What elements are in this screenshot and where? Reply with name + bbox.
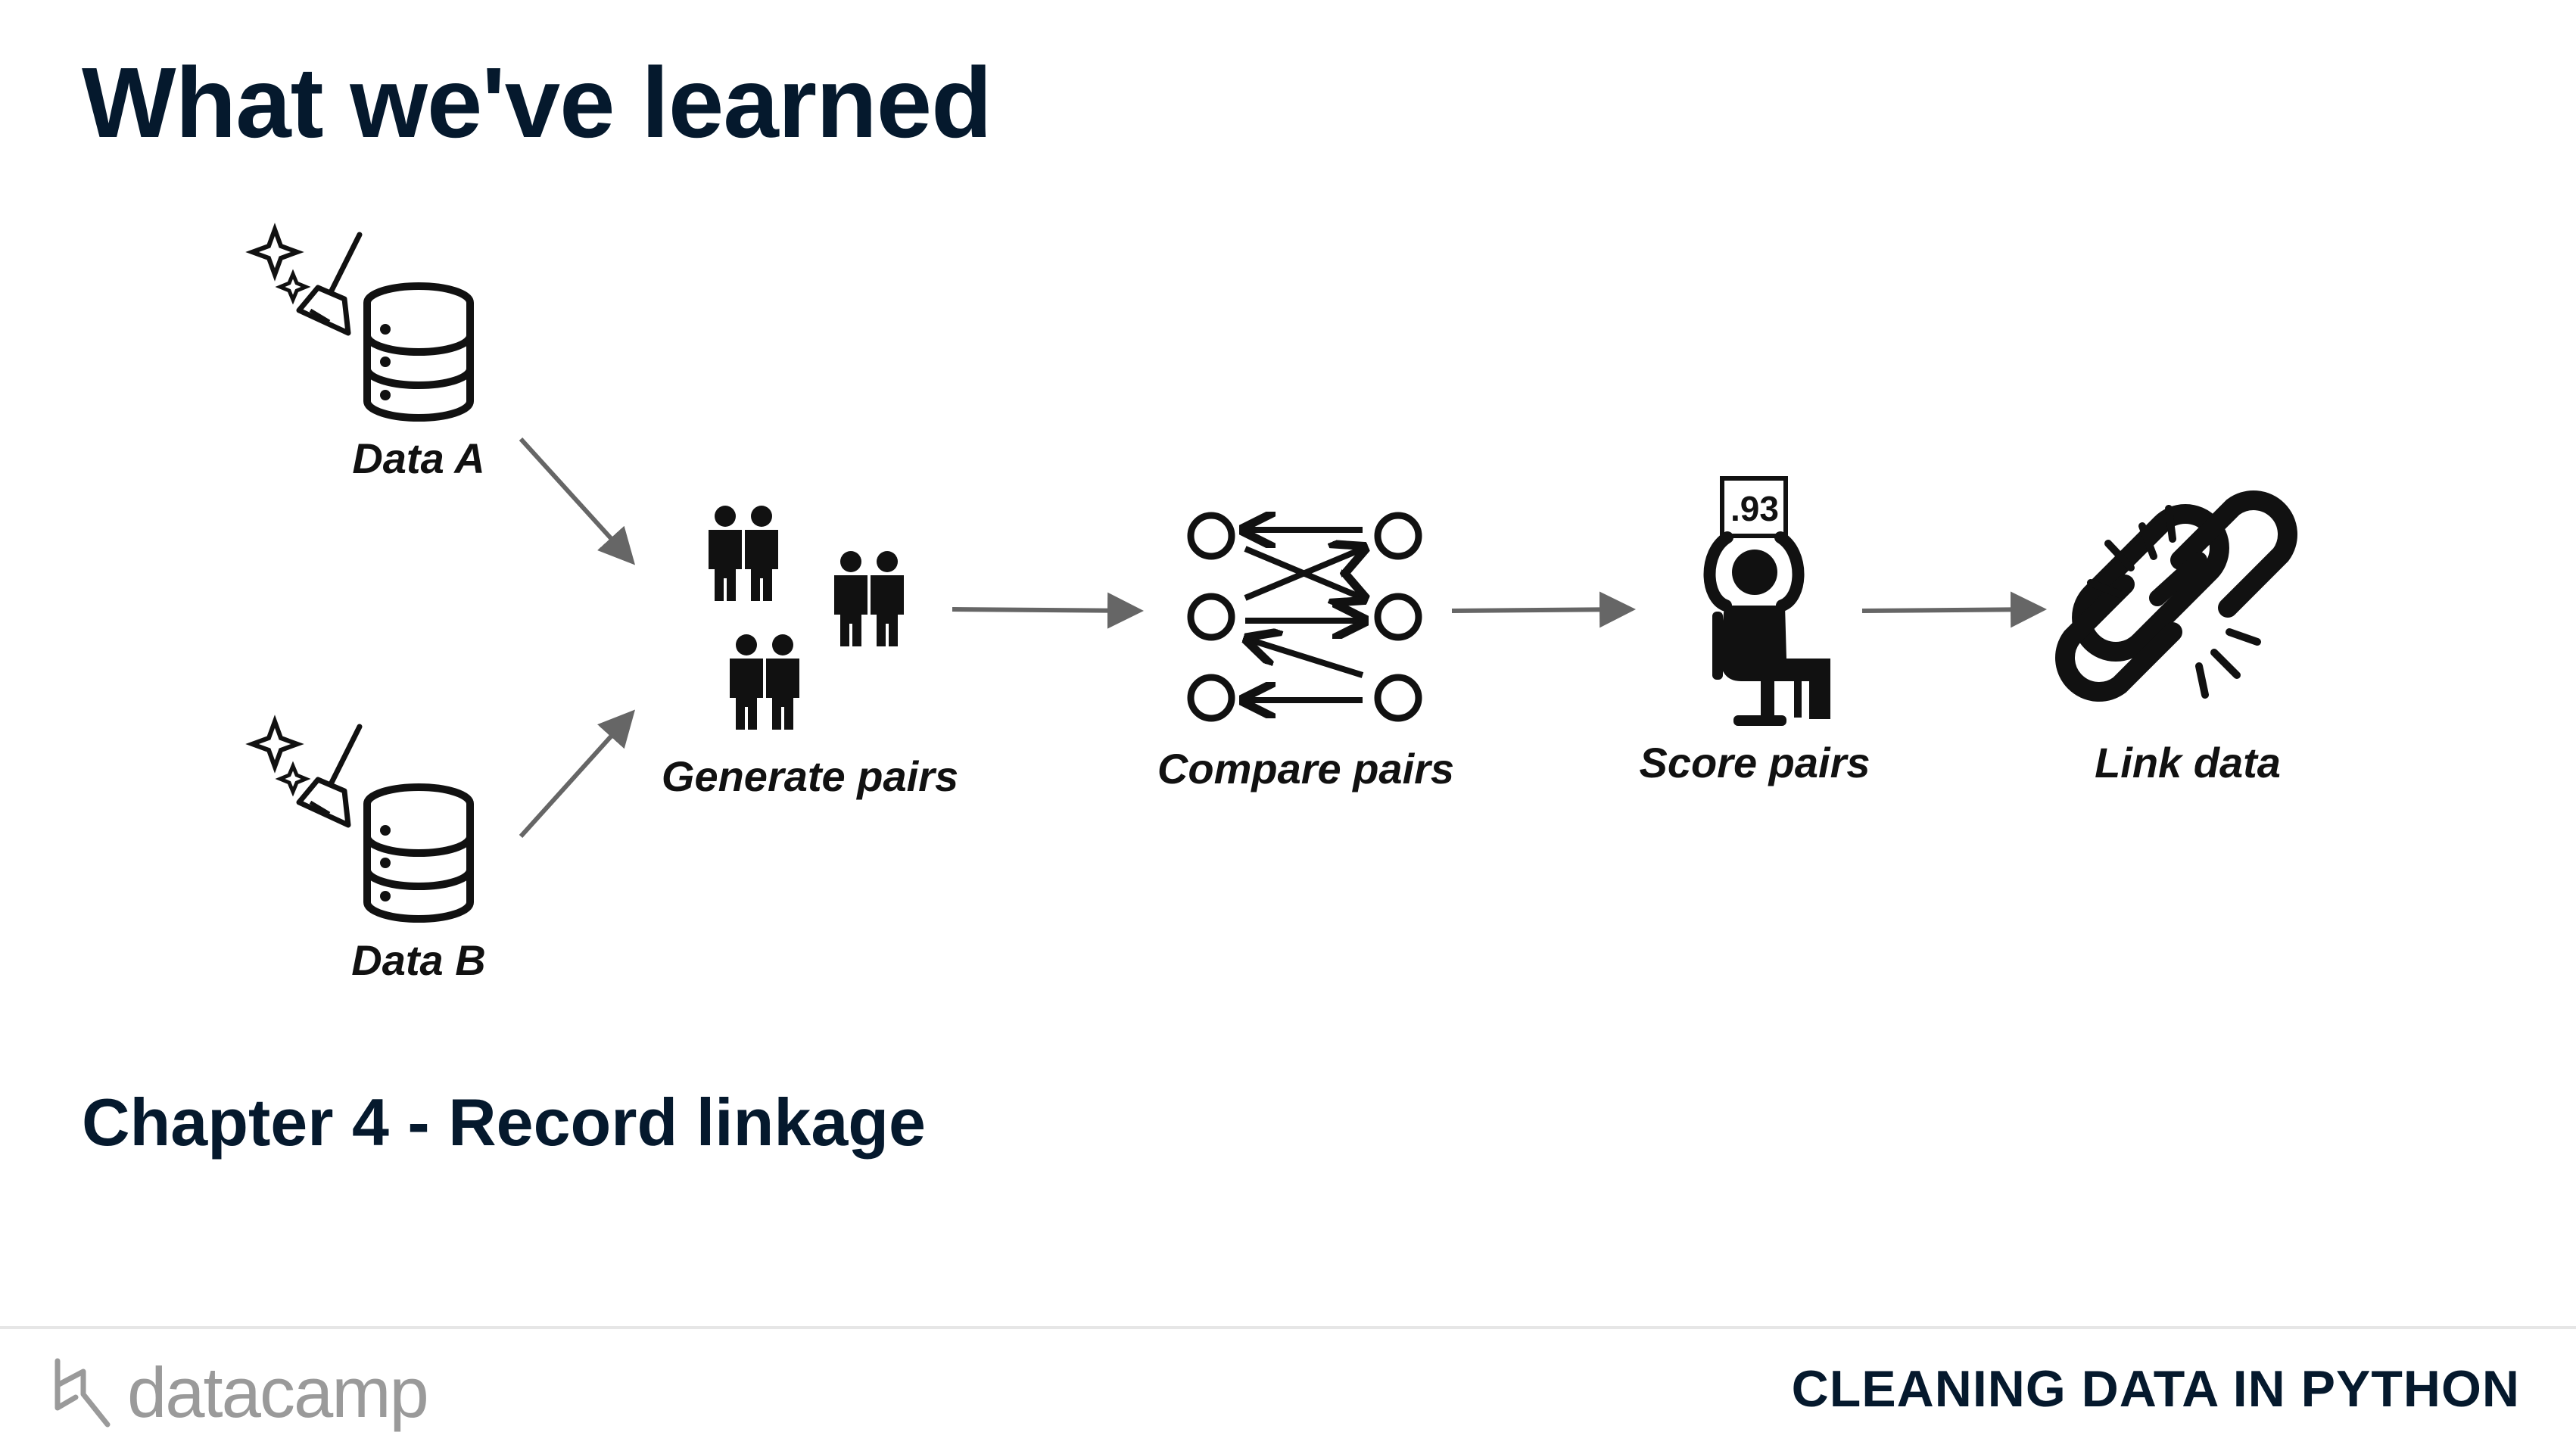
database-b-icon	[367, 787, 470, 919]
datacamp-logo: datacamp	[53, 1351, 429, 1434]
slide-title: What we've learned	[82, 47, 992, 158]
broom-a-icon	[252, 229, 360, 333]
compare-pairs-icon	[1187, 515, 1422, 722]
arrow-generate-to-compare	[952, 592, 1144, 629]
label-score-pairs: Score pairs	[1639, 739, 1870, 786]
arrow-data-b-to-generate	[519, 709, 636, 839]
broken-chain-icon	[2055, 490, 2297, 702]
footer-divider	[0, 1326, 2576, 1329]
label-generate-pairs: Generate pairs	[662, 752, 958, 800]
logo-text: datacamp	[127, 1353, 429, 1432]
score-judge-icon	[1703, 476, 1830, 726]
arrow-compare-to-score	[1451, 591, 1636, 628]
label-compare-pairs: Compare pairs	[1157, 745, 1454, 792]
course-name: CLEANING DATA IN PYTHON	[1791, 1360, 2520, 1418]
label-data-a: Data A	[352, 434, 484, 482]
datacamp-logo-icon	[55, 1358, 111, 1428]
people-pairs-icon	[707, 504, 905, 731]
broom-b-icon	[252, 721, 360, 825]
arrow-score-to-link	[1861, 591, 2047, 628]
arrow-data-a-to-generate	[519, 437, 636, 565]
chapter-subtitle: Chapter 4 - Record linkage	[82, 1085, 926, 1160]
score-value: .93	[1730, 489, 1779, 528]
label-link-data: Link data	[2095, 739, 2281, 786]
label-data-b: Data B	[351, 936, 485, 984]
database-a-icon	[367, 286, 470, 418]
